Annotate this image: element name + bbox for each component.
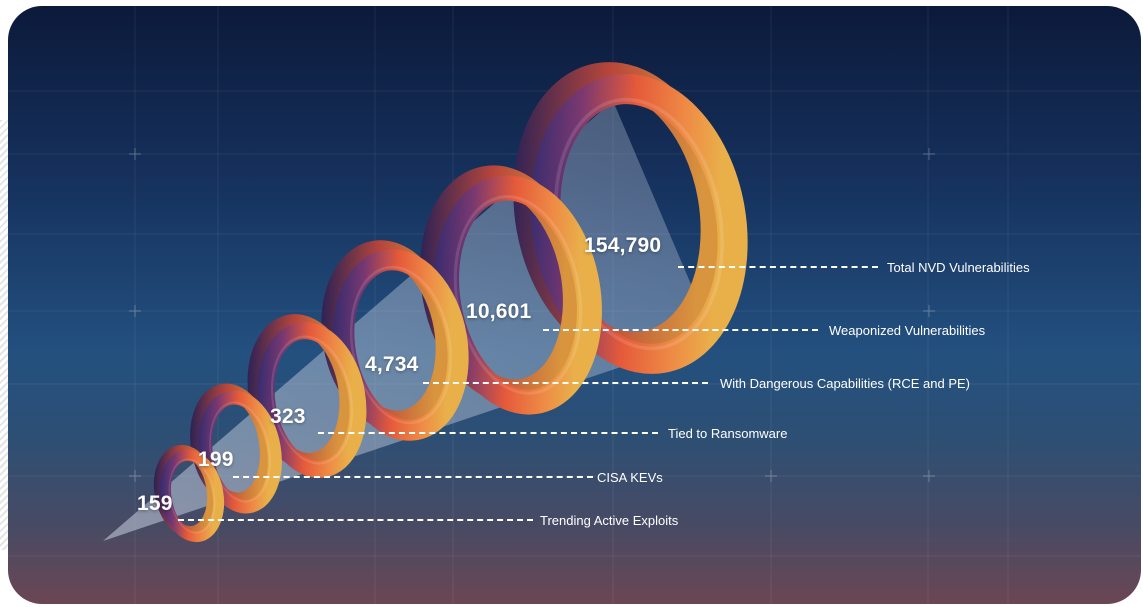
callout-line-cisa-kev xyxy=(233,476,593,478)
stage-value-total-nvd: 154,790 xyxy=(584,234,662,257)
stage-value-weaponized: 10,601 xyxy=(466,300,532,323)
stage-label-ransomware: Tied to Ransomware xyxy=(668,426,788,441)
ring-total-nvd-front xyxy=(530,74,748,374)
callout-line-dangerous xyxy=(423,382,708,384)
ring-ransomware xyxy=(247,314,367,478)
ring-cisa-kev-highlight xyxy=(209,401,271,503)
stage-label-dangerous: With Dangerous Capabilities (RCE and PE) xyxy=(720,376,970,391)
stage-label-weaponized: Weaponized Vulnerabilities xyxy=(829,323,986,338)
stage-value-ransomware: 323 xyxy=(270,405,306,428)
stage-value-cisa-kev: 199 xyxy=(198,448,234,471)
ring-dangerous-highlight xyxy=(349,265,453,425)
ring-trending xyxy=(153,444,225,543)
stage-value-dangerous: 4,734 xyxy=(365,353,419,376)
stage-label-trending: Trending Active Exploits xyxy=(540,513,679,528)
ring-trending-highlight xyxy=(168,458,216,534)
ring-ransomware-front xyxy=(257,322,367,478)
callout-line-ransomware xyxy=(318,432,658,434)
ring-total-nvd xyxy=(513,62,748,374)
callout-line-trending xyxy=(178,519,533,521)
edge-hatch-decoration xyxy=(0,120,10,550)
stage-label-total-nvd: Total NVD Vulnerabilities xyxy=(887,260,1030,275)
callout-line-weaponized xyxy=(543,329,818,331)
ring-ransomware-highlight xyxy=(270,335,354,465)
stage-label-cisa-kev: CISA KEVs xyxy=(597,470,663,485)
funnel-panel: 154,790 10,601 4,734 323 199 159 Total N… xyxy=(8,6,1141,604)
ring-trending-front xyxy=(159,449,225,543)
funnel-rings xyxy=(103,62,748,543)
callout-line-total-nvd xyxy=(678,266,878,268)
stage-value-trending: 159 xyxy=(137,492,173,515)
